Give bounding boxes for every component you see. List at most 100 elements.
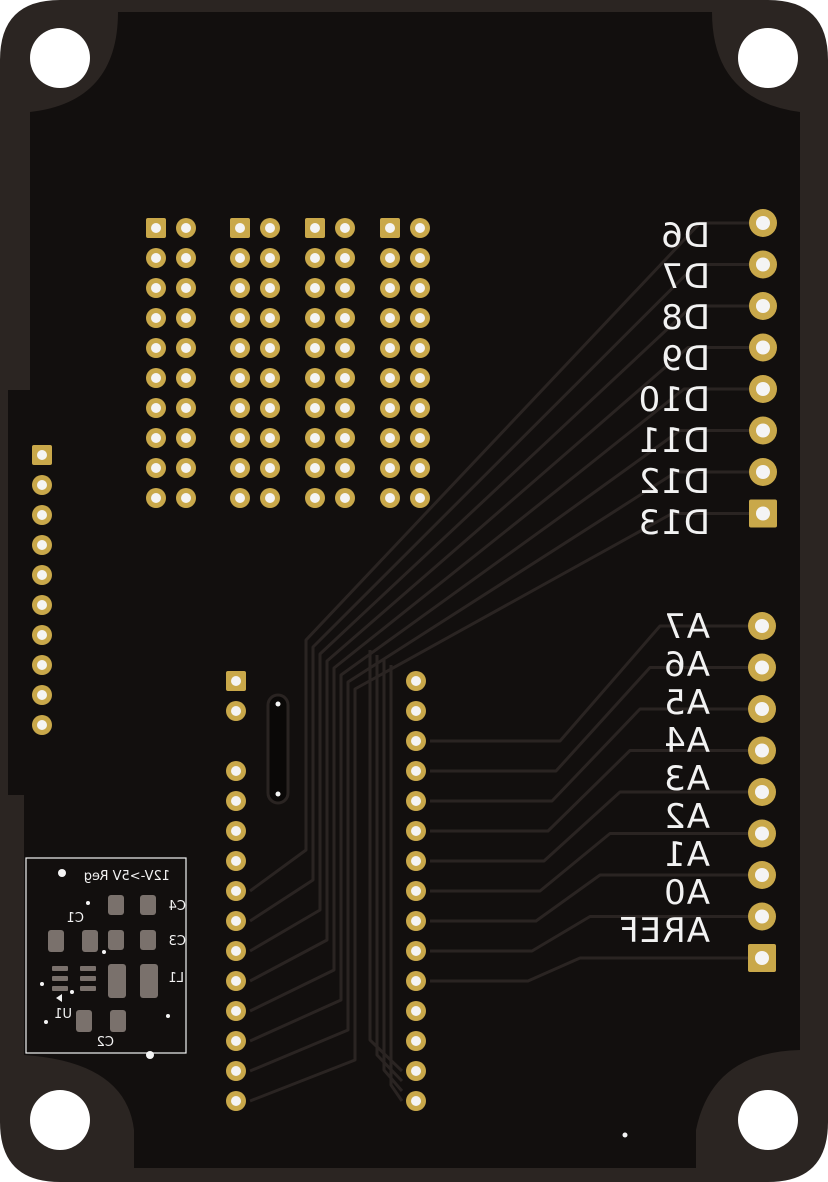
via	[166, 1014, 170, 1018]
analog-header-pin-hole	[755, 868, 769, 882]
trace	[430, 666, 748, 773]
proto-pad-hole	[151, 433, 161, 443]
proto-pad-hole	[385, 283, 395, 293]
nano-right-pin-hole	[411, 796, 421, 806]
proto-pad-hole	[340, 343, 350, 353]
pin-label-d8: D8	[660, 298, 710, 338]
proto-pad-hole	[340, 433, 350, 443]
component-c4-pad-right	[140, 895, 156, 915]
nano-right-pin-hole	[411, 916, 421, 926]
proto-pad-hole	[181, 313, 191, 323]
regulator-block: 12V->5V Reg C4 C3 L1 C1 U1 C2	[25, 857, 187, 1059]
proto-pad-hole	[310, 403, 320, 413]
pin-label-d9: D9	[660, 339, 710, 379]
proto-pad-hole	[310, 433, 320, 443]
proto-pad-hole	[385, 493, 395, 503]
proto-pad-hole	[310, 253, 320, 263]
digital-header-pin-hole	[756, 382, 770, 396]
trace	[249, 387, 749, 1013]
nano-right-pin-hole	[411, 1096, 421, 1106]
proto-pad-hole	[385, 403, 395, 413]
trace	[249, 304, 749, 953]
pin-label-a7: A7	[663, 607, 710, 647]
proto-pad-hole	[310, 463, 320, 473]
proto-pad-hole	[265, 493, 275, 503]
trace	[430, 873, 748, 923]
proto-pad-hole	[385, 313, 395, 323]
proto-pad-hole	[385, 223, 395, 233]
digital-header-pin-hole	[756, 216, 770, 230]
component-label-l1: L1	[168, 971, 184, 986]
component-c1-pad-right	[82, 930, 98, 952]
proto-pad-hole	[235, 343, 245, 353]
nano-right-pin-hole	[411, 976, 421, 986]
via	[40, 982, 44, 986]
pin-label-d13: D13	[638, 503, 710, 543]
left-header-pad-hole	[37, 540, 47, 550]
trace	[249, 346, 749, 983]
nano-right-pin-hole	[411, 1006, 421, 1016]
nano-left-pin-hole	[231, 1096, 241, 1106]
trace	[249, 221, 749, 893]
component-l1-pad-right	[140, 964, 158, 998]
proto-pad-hole	[310, 373, 320, 383]
left-header-pad-hole	[37, 450, 47, 460]
proto-pad-hole	[265, 253, 275, 263]
pin-label-a0: A0	[663, 873, 710, 913]
nano-right-pin-hole	[411, 766, 421, 776]
proto-pad-hole	[235, 313, 245, 323]
nano-left-pin-hole	[231, 976, 241, 986]
proto-pad-hole	[151, 463, 161, 473]
component-u1-pin	[80, 986, 96, 991]
proto-pad-hole	[265, 433, 275, 443]
proto-pad-hole	[415, 283, 425, 293]
component-label-c4: C4	[169, 899, 186, 914]
proto-pad-hole	[415, 313, 425, 323]
trace	[249, 429, 749, 1043]
proto-pad-hole	[340, 283, 350, 293]
pin-label-a2: A2	[663, 797, 710, 837]
component-c1-pad-left	[48, 930, 64, 952]
regulator-outline	[25, 857, 187, 1054]
proto-pad-hole	[235, 283, 245, 293]
nano-left-pin-hole	[231, 856, 241, 866]
trace	[430, 624, 748, 743]
proto-pad-hole	[340, 493, 350, 503]
proto-pad-hole	[415, 343, 425, 353]
digital-header-pin-hole	[756, 423, 770, 438]
nano-left-pin-hole	[231, 766, 241, 776]
proto-pad-hole	[415, 403, 425, 413]
proto-pad-hole	[235, 433, 245, 443]
digital-header-pin-hole	[756, 465, 770, 479]
nano-left-pin-hole	[231, 946, 241, 956]
proto-pad-hole	[235, 373, 245, 383]
trace	[430, 832, 748, 893]
left-header-pad-hole	[37, 690, 47, 700]
proto-pad-hole	[265, 343, 275, 353]
left-header-pad-hole	[37, 480, 47, 490]
component-c2-pad-left	[76, 1010, 92, 1032]
analog-header-pin-hole	[755, 951, 769, 965]
pin-label-d6: D6	[660, 216, 710, 256]
nano-left-pin-hole	[231, 1006, 241, 1016]
pin-label-d10: D10	[638, 380, 710, 420]
component-u1-pin	[52, 986, 68, 991]
proto-pad-hole	[385, 463, 395, 473]
digital-header-pin-hole	[756, 340, 770, 355]
proto-pad-hole	[151, 373, 161, 383]
proto-pad-hole	[181, 373, 191, 383]
component-c4-pad-left	[108, 895, 124, 915]
regulator-title: 12V->5V Reg	[84, 869, 170, 884]
proto-pad-hole	[385, 433, 395, 443]
component-label-c2: C2	[97, 1035, 114, 1050]
nano-left-pin-hole	[231, 886, 241, 896]
proto-pad-hole	[340, 463, 350, 473]
proto-pad-hole	[235, 493, 245, 503]
digital-header-pin-hole	[756, 506, 770, 521]
proto-pad-hole	[181, 283, 191, 293]
proto-pad-hole	[151, 313, 161, 323]
nano-right-pin-hole	[411, 1036, 421, 1046]
component-u1-pin	[52, 966, 68, 971]
u1-pin1-marker	[56, 994, 62, 1002]
